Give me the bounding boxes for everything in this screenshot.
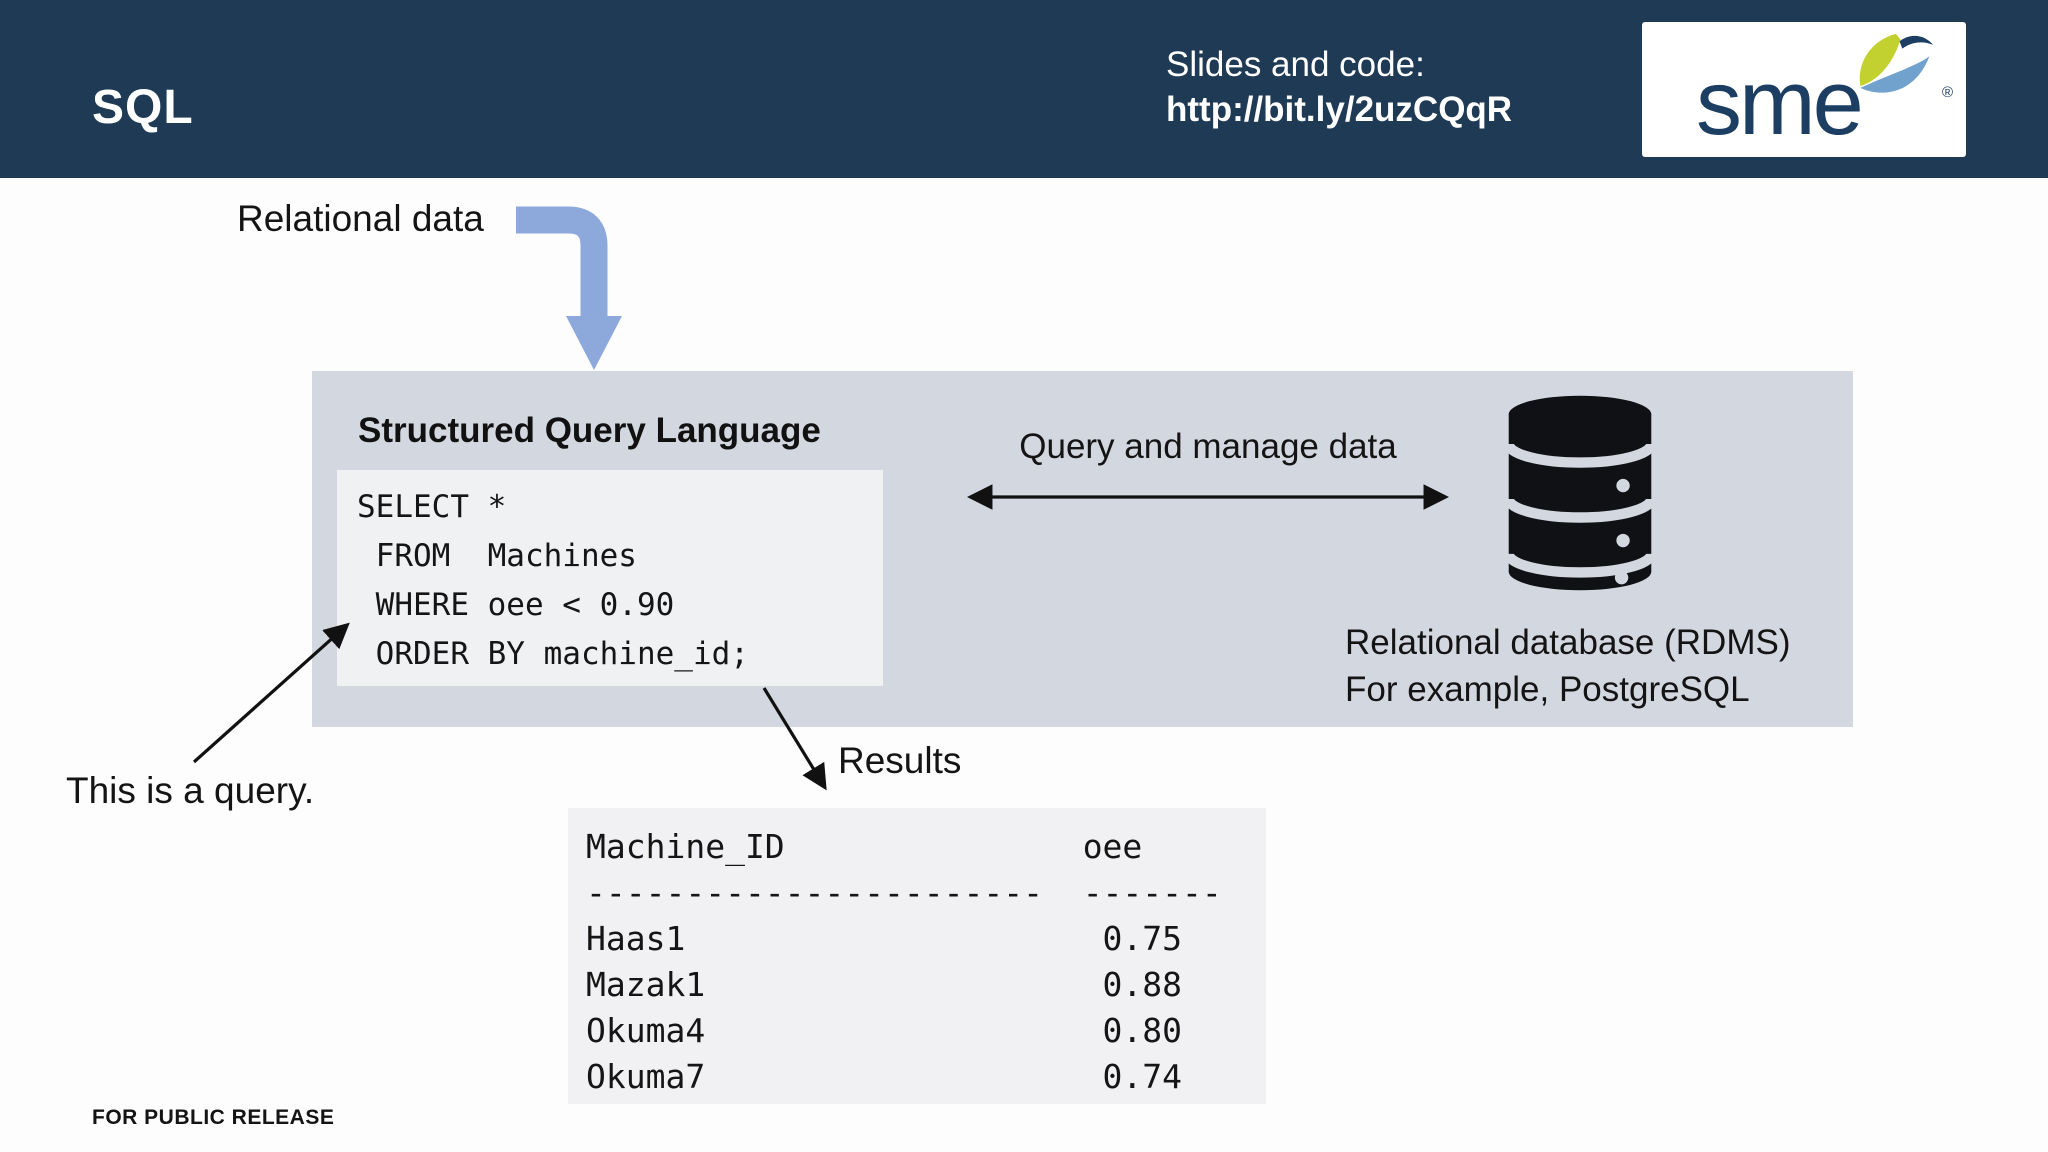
- database-icon: [1504, 395, 1656, 591]
- results-table: Machine_ID oee ----------------------- -…: [568, 808, 1266, 1104]
- relational-data-label: Relational data: [237, 198, 484, 239]
- footer-note: FOR PUBLIC RELEASE: [92, 1106, 335, 1129]
- double-arrow-icon: [966, 484, 1450, 510]
- sme-swoosh-icon: [1859, 33, 1934, 93]
- db-caption-line2: For example, PostgreSQL: [1345, 670, 1750, 709]
- slides-label: Slides and code:: [1166, 45, 1425, 84]
- sme-logo-text: sme: [1696, 52, 1864, 154]
- query-arrow-icon: [192, 622, 350, 764]
- db-caption-line1: Relational database (RDMS): [1345, 623, 1791, 662]
- header-bar: SQL Slides and code: http://bit.ly/2uzCQ…: [0, 0, 2048, 178]
- panel-heading: Structured Query Language: [358, 411, 821, 450]
- results-label: Results: [838, 740, 962, 781]
- query-manage-label: Query and manage data: [1019, 427, 1397, 466]
- slides-url: http://bit.ly/2uzCQqR: [1166, 90, 1513, 129]
- registered-mark: ®: [1942, 84, 1954, 101]
- sme-logo: sme ®: [1642, 22, 1966, 157]
- slides-info: Slides and code: http://bit.ly/2uzCQqR: [1166, 42, 1512, 132]
- page-title: SQL: [92, 81, 194, 134]
- down-elbow-arrow-icon: [516, 206, 622, 370]
- db-caption: Relational database (RDMS) For example, …: [1345, 619, 1790, 713]
- sql-code-block: SELECT * FROM Machines WHERE oee < 0.90 …: [337, 470, 883, 686]
- results-arrow-icon: [762, 687, 827, 791]
- this-is-a-query-label: This is a query.: [66, 770, 315, 811]
- sql-panel: Structured Query Language SELECT * FROM …: [312, 371, 1853, 727]
